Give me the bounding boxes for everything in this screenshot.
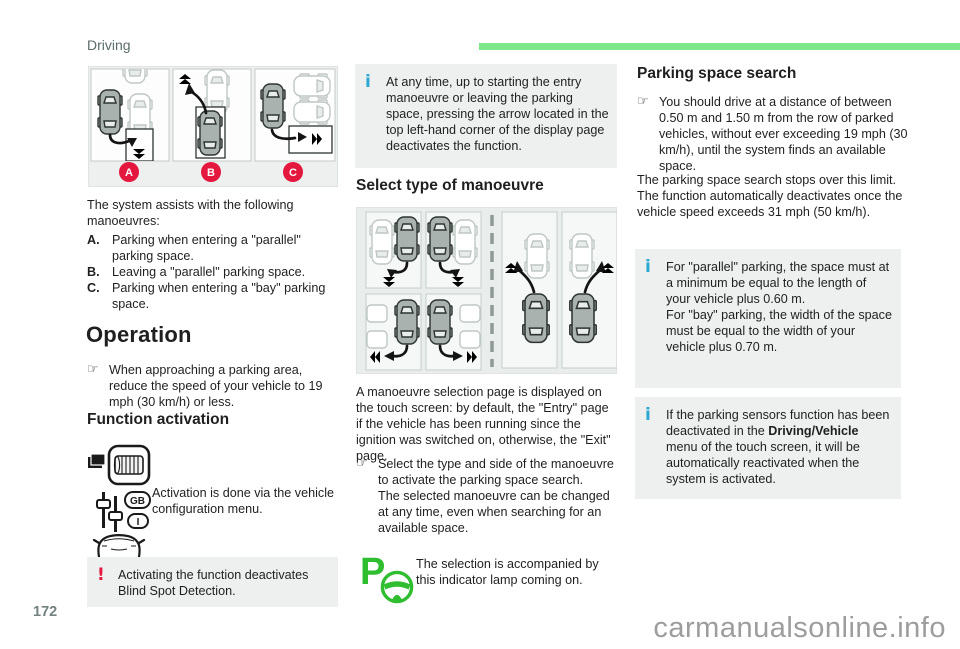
warning-icon: ! xyxy=(97,565,105,585)
manoeuvres-list: A. Parking when entering a "parallel" pa… xyxy=(87,232,339,312)
info-box-text: At any time, up to starting the entry ma… xyxy=(386,75,609,153)
svg-text:GB: GB xyxy=(130,496,145,507)
list-key: B. xyxy=(87,265,100,279)
badge-b-circle xyxy=(201,162,221,182)
watermark: carmanualsonline.info xyxy=(653,612,946,644)
badge-b-label: B xyxy=(207,167,215,179)
select-exit-left xyxy=(501,211,558,369)
select-bullet-line2: The selected manoeuvre can be changed at… xyxy=(378,489,610,535)
parallel-dimension-text: For "parallel" parking, the space must a… xyxy=(666,260,890,306)
bay-dimension-text: For "bay" parking, the width of the spac… xyxy=(666,308,892,354)
operation-bullet-text: When approaching a parking area, reduce … xyxy=(109,363,323,409)
select-parallel-right xyxy=(426,212,481,288)
list-key: C. xyxy=(87,281,100,295)
list-text: Parking when entering a "parallel" parki… xyxy=(112,233,301,263)
badge-c-label: C xyxy=(289,167,297,179)
select-bullet: ☞ Select the type and side of the manoeu… xyxy=(356,456,618,536)
indicator-lamp-row: P The selection is accompanied by this i… xyxy=(360,550,618,620)
selection-paragraph: A manoeuvre selection page is displayed … xyxy=(356,385,611,463)
info-icon: i xyxy=(645,405,651,425)
list-key: A. xyxy=(87,233,100,247)
list-item: B. Leaving a "parallel" parking space. xyxy=(87,264,339,280)
page-number: 172 xyxy=(33,604,58,620)
badge-a-circle xyxy=(119,162,139,182)
system-assists-intro: The system assists with the following ma… xyxy=(87,198,294,228)
select-bullet-line1: Select the type and side of the manoeuvr… xyxy=(378,457,614,487)
steering-wheel-icon xyxy=(380,570,414,604)
sensors-menu-name: Driving/Vehicle xyxy=(768,424,859,438)
settings-sliders-icon xyxy=(96,492,123,532)
sensors-text-after: menu of the touch screen, it will be aut… xyxy=(666,440,860,486)
section-label: Driving xyxy=(87,37,131,53)
function-activation-heading: Function activation xyxy=(87,411,230,428)
manoeuvre-selection-diagram xyxy=(356,207,617,374)
list-item: A. Parking when entering a "parallel" pa… xyxy=(87,232,339,264)
list-text: Leaving a "parallel" parking space. xyxy=(112,265,306,279)
info-box-sensors-text: If the parking sensors function has been… xyxy=(666,407,893,489)
country-badge-i-icon: I xyxy=(127,513,149,529)
info-box-deactivate: i At any time, up to starting the entry … xyxy=(355,64,617,168)
diagram-panel-parallel-exit xyxy=(179,69,230,159)
pointing-hand-icon: ☞ xyxy=(356,456,368,471)
info-icon: i xyxy=(645,257,651,277)
search-bullet-text: You should drive at a distance of betwee… xyxy=(659,95,908,173)
sensors-text-before: If the parking sensors function has been… xyxy=(666,408,890,438)
select-manoeuvre-heading: Select type of manoeuvre xyxy=(356,177,544,194)
car-front-icon xyxy=(92,534,146,558)
list-item: C. Parking when entering a "bay" parking… xyxy=(87,280,339,312)
warning-text: Activating the function deactivates Blin… xyxy=(118,568,309,598)
svg-text:I: I xyxy=(137,517,140,528)
info-box-parking-sensors: i If the parking sensors function has be… xyxy=(635,397,901,499)
country-badge-gb-icon: GB xyxy=(124,491,151,509)
operation-bullet: ☞ When approaching a parking area, reduc… xyxy=(87,362,338,410)
search-bullet: ☞ You should drive at a distance of betw… xyxy=(637,94,909,174)
select-parallel-left xyxy=(365,211,422,289)
pointing-hand-icon: ☞ xyxy=(637,94,649,109)
badge-a-label: A xyxy=(125,167,133,179)
list-text: Parking when entering a "bay" parking sp… xyxy=(112,281,326,311)
indicator-text: The selection is accompanied by this ind… xyxy=(416,557,599,587)
operation-heading: Operation xyxy=(86,322,192,347)
select-bay-left xyxy=(365,293,422,371)
display-roller-icon xyxy=(88,444,151,486)
activation-text: Activation is done via the vehicle confi… xyxy=(152,486,335,516)
info-box-dimensions-text: For "parallel" parking, the space must a… xyxy=(666,259,893,378)
select-bullet-text: Select the type and side of the manoeuvr… xyxy=(378,456,618,536)
info-icon: i xyxy=(365,72,371,92)
info-box-space-dimensions: i For "parallel" parking, the space must… xyxy=(635,249,901,388)
pointing-hand-icon: ☞ xyxy=(87,362,99,377)
vehicle-configuration-pictograms: GB I xyxy=(88,444,151,558)
warning-box: ! Activating the function deactivates Bl… xyxy=(87,557,338,607)
diagram-panel-bay-entry xyxy=(260,73,333,154)
diagram-panel-parallel-entry xyxy=(97,69,154,161)
select-exit-right xyxy=(562,212,617,368)
badge-c-circle xyxy=(283,162,303,182)
header-accent-bar xyxy=(479,43,960,50)
select-bay-right xyxy=(426,294,481,370)
search-paragraph: The parking space search stops over this… xyxy=(637,173,903,219)
parking-space-search-heading: Parking space search xyxy=(637,65,797,82)
parking-manoeuvres-diagram: A B C xyxy=(88,66,338,187)
